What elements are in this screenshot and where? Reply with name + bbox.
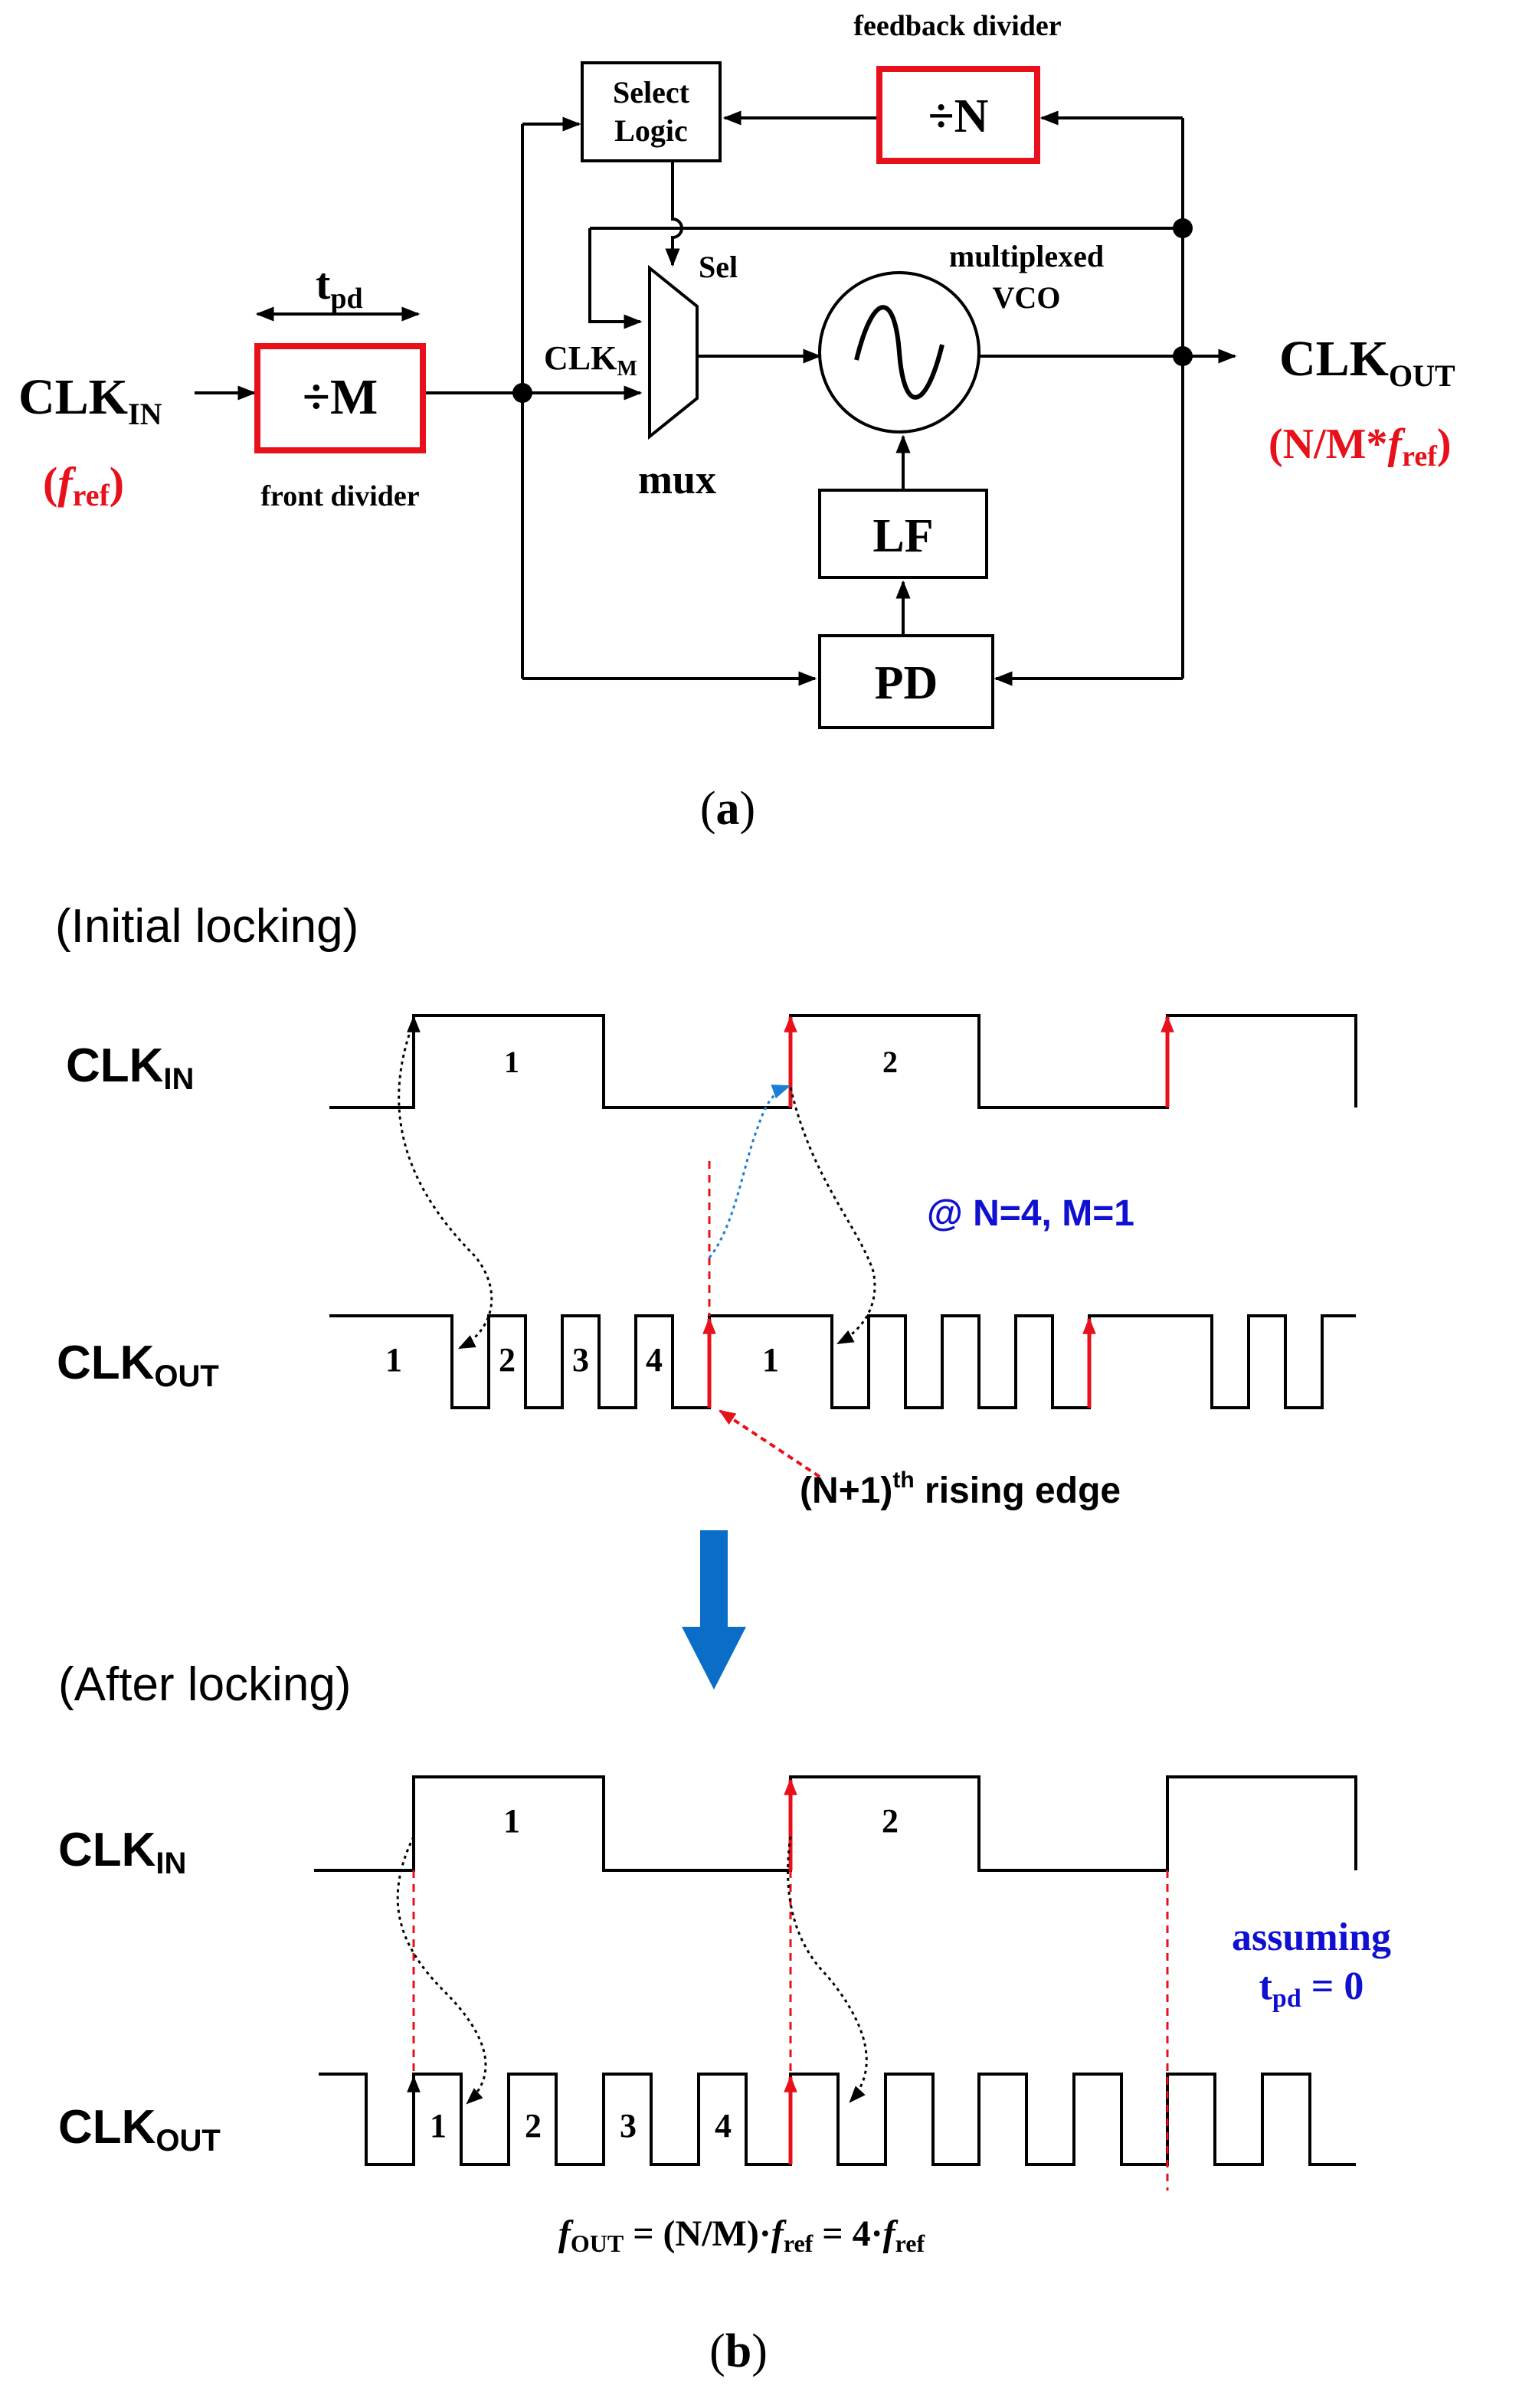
assumption-line1: assuming [1232, 1916, 1391, 1959]
lf-text: LF [872, 510, 933, 562]
front-divider-text: ÷M [303, 369, 378, 425]
mux-feedback-input [588, 228, 643, 329]
initial-out-cycle-1: 1 [385, 1341, 402, 1379]
select-logic-block [581, 61, 722, 162]
after-out-cycle-1: 1 [430, 2107, 447, 2145]
fref-label: (fref) [43, 458, 124, 512]
edge-note-arrow [719, 1409, 821, 1478]
after-clk-in-waveform [314, 1775, 1357, 1872]
select-logic-line1: Select [613, 75, 690, 110]
mux-label: mux [638, 456, 716, 502]
timing-after: (After locking) CLKIN 1 2 CLKOUT 1 2 3 4… [58, 1658, 1391, 2377]
tpd-label: tpd [316, 259, 363, 315]
initial-dotted-arrow-blue [708, 1085, 791, 1258]
initial-clk-out-label: CLKOUT [57, 1337, 219, 1393]
clkm-label: CLKM [544, 339, 637, 381]
after-clk-in-label: CLKIN [58, 1824, 186, 1880]
caption-a: (a) [700, 783, 755, 835]
after-out-cycle-4: 4 [715, 2107, 732, 2145]
after-in-period-1: 1 [503, 1802, 520, 1840]
clk-in-label: CLKIN [18, 369, 162, 431]
transition-arrow [682, 1530, 746, 1690]
front-divider-caption: front divider [260, 480, 419, 512]
initial-clk-in-label: CLKIN [66, 1039, 194, 1096]
feedback-divider-caption: feedback divider [853, 10, 1061, 42]
initial-in-period-1: 1 [504, 1045, 519, 1079]
pd-text: PD [875, 657, 938, 709]
initial-dotted-arrow-2 [789, 1087, 876, 1345]
mux-block [648, 264, 699, 440]
initial-condition: @ N=4, M=1 [927, 1193, 1134, 1234]
assumption-line2: tpd = 0 [1259, 1965, 1364, 2013]
clk-out-freq: (N/M*fref) [1269, 420, 1452, 473]
vco-line2: VCO [993, 280, 1061, 315]
initial-in-period-2: 2 [882, 1045, 898, 1079]
after-in-period-2: 2 [882, 1802, 899, 1840]
front-divider-block [254, 343, 426, 453]
initial-clk-in-waveform [329, 1014, 1357, 1109]
clk-out-label: CLKOUT [1279, 331, 1455, 393]
after-clk-out-label: CLKOUT [58, 2101, 221, 2158]
initial-out-cycle-4: 4 [646, 1341, 663, 1379]
initial-dotted-arrow-1 [398, 1021, 493, 1350]
output-frequency-equation: fOUT = (N/M)·fref = 4·fref [558, 2213, 925, 2257]
block-diagram: CLKIN (fref) tpd ÷M front divider CLKM S… [18, 10, 1455, 835]
initial-out-cycle-5: 1 [762, 1341, 779, 1379]
feedback-divider-block [876, 66, 1040, 164]
after-dotted-arrow-1 [396, 1836, 487, 2105]
after-dotted-arrow-2 [787, 1836, 868, 2103]
select-line [665, 161, 683, 267]
feedback-divider-text: ÷N [928, 90, 989, 142]
caption-b: (b) [709, 2325, 768, 2377]
initial-heading: (Initial locking) [55, 900, 358, 953]
edge-note: (N+1)th rising edge [800, 1467, 1121, 1511]
initial-out-cycle-3: 3 [572, 1341, 589, 1379]
sine-icon [854, 305, 944, 400]
after-out-cycle-2: 2 [525, 2107, 542, 2145]
sel-label: Sel [699, 250, 738, 284]
initial-clk-out-waveform [329, 1314, 1356, 1409]
after-heading: (After locking) [58, 1658, 351, 1711]
pd-block [818, 634, 994, 729]
initial-out-cycle-2: 2 [499, 1341, 516, 1379]
timing-initial: (Initial locking) CLKIN 1 2 CLKOUT 1 2 3… [55, 900, 1357, 1511]
after-clk-out-waveform [319, 2073, 1356, 2166]
select-logic-line2: Logic [614, 113, 688, 148]
after-out-cycle-3: 3 [620, 2107, 637, 2145]
vco-line1: multiplexed [949, 239, 1104, 273]
